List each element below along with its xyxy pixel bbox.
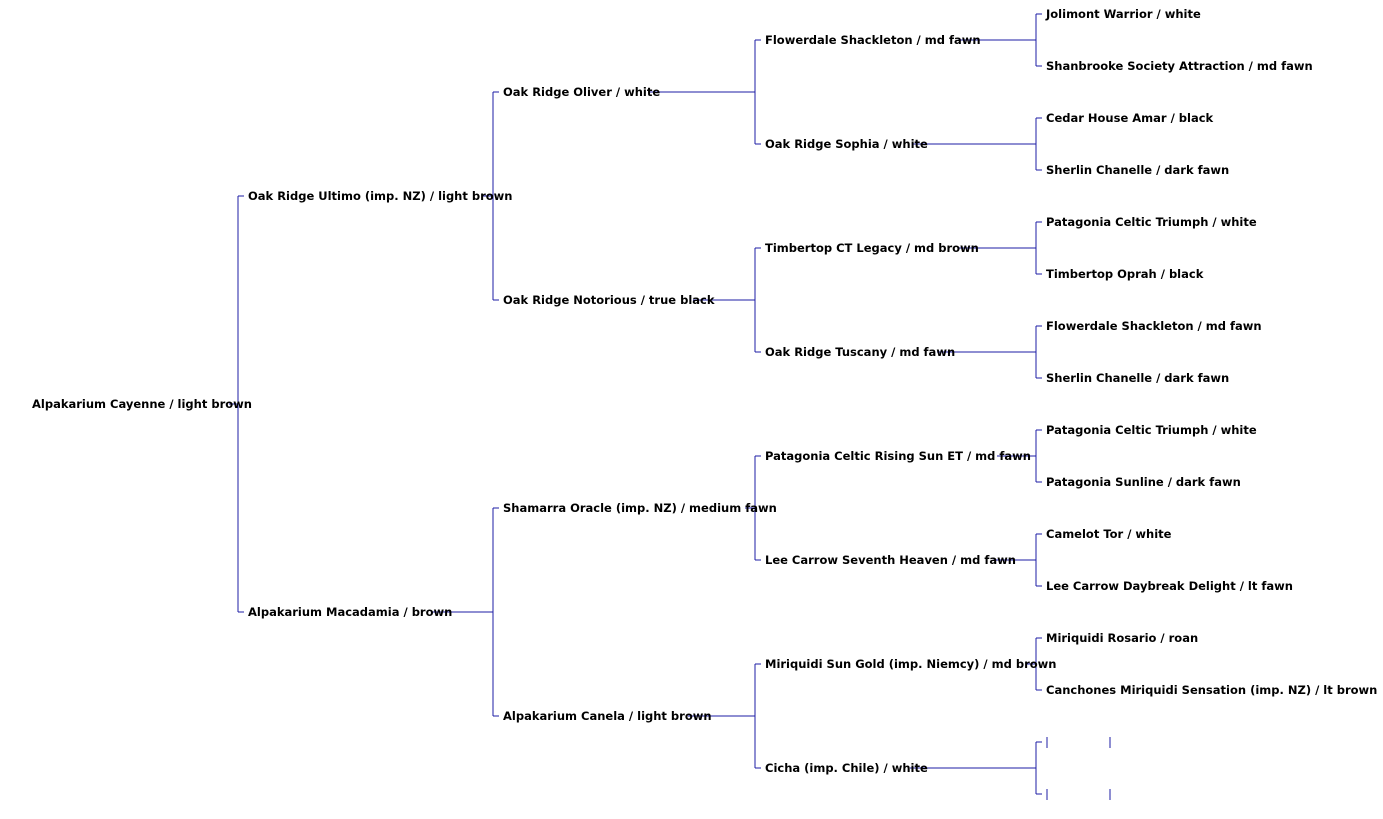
- sdds-name: Flowerdale Shackleton / md fawn: [1046, 319, 1262, 333]
- dam-sire-name: Shamarra Oracle (imp. NZ) / medium fawn: [503, 501, 777, 515]
- sire-name: Oak Ridge Ultimo (imp. NZ) / light brown: [248, 189, 513, 203]
- sssd-name: Shanbrooke Society Attraction / md fawn: [1046, 59, 1313, 73]
- sddd-name: Sherlin Chanelle / dark fawn: [1046, 371, 1229, 385]
- ddss-name: Miriquidi Rosario / roan: [1046, 631, 1198, 645]
- sire-sire-name: Oak Ridge Oliver / white: [503, 85, 660, 99]
- sds-name: Timbertop CT Legacy / md brown: [765, 241, 979, 255]
- dds-name: Miriquidi Sun Gold (imp. Niemcy) / md br…: [765, 657, 1056, 671]
- sdss-name: Patagonia Celtic Triumph / white: [1046, 215, 1257, 229]
- subject-name: Alpakarium Cayenne / light brown: [32, 397, 252, 411]
- connector-lines: [229, 13, 1111, 800]
- ddsd-name: Canchones Miriquidi Sensation (imp. NZ) …: [1046, 683, 1377, 697]
- dsdd-name: Lee Carrow Daybreak Delight / lt fawn: [1046, 579, 1293, 593]
- sire-dam-name: Oak Ridge Notorious / true black: [503, 293, 715, 307]
- dam-dam-name: Alpakarium Canela / light brown: [503, 709, 712, 723]
- ssss-name: Jolimont Warrior / white: [1045, 7, 1201, 21]
- ssd-name: Oak Ridge Sophia / white: [765, 137, 928, 151]
- dss-name: Patagonia Celtic Rising Sun ET / md fawn: [765, 449, 1031, 463]
- dsds-name: Camelot Tor / white: [1046, 527, 1172, 541]
- sdsd-name: Timbertop Oprah / black: [1046, 267, 1204, 281]
- ssdd-name: Sherlin Chanelle / dark fawn: [1046, 163, 1229, 177]
- sdd-name: Oak Ridge Tuscany / md fawn: [765, 345, 955, 359]
- dssd-name: Patagonia Sunline / dark fawn: [1046, 475, 1241, 489]
- ddd-name: Cicha (imp. Chile) / white: [765, 761, 928, 775]
- dsd-name: Lee Carrow Seventh Heaven / md fawn: [765, 553, 1016, 567]
- sss-name: Flowerdale Shackleton / md fawn: [765, 33, 981, 47]
- dsss-name: Patagonia Celtic Triumph / white: [1046, 423, 1257, 437]
- name-labels: Alpakarium Cayenne / light brown Oak Rid…: [32, 7, 1377, 775]
- dam-name: Alpakarium Macadamia / brown: [248, 605, 452, 619]
- ssds-name: Cedar House Amar / black: [1046, 111, 1214, 125]
